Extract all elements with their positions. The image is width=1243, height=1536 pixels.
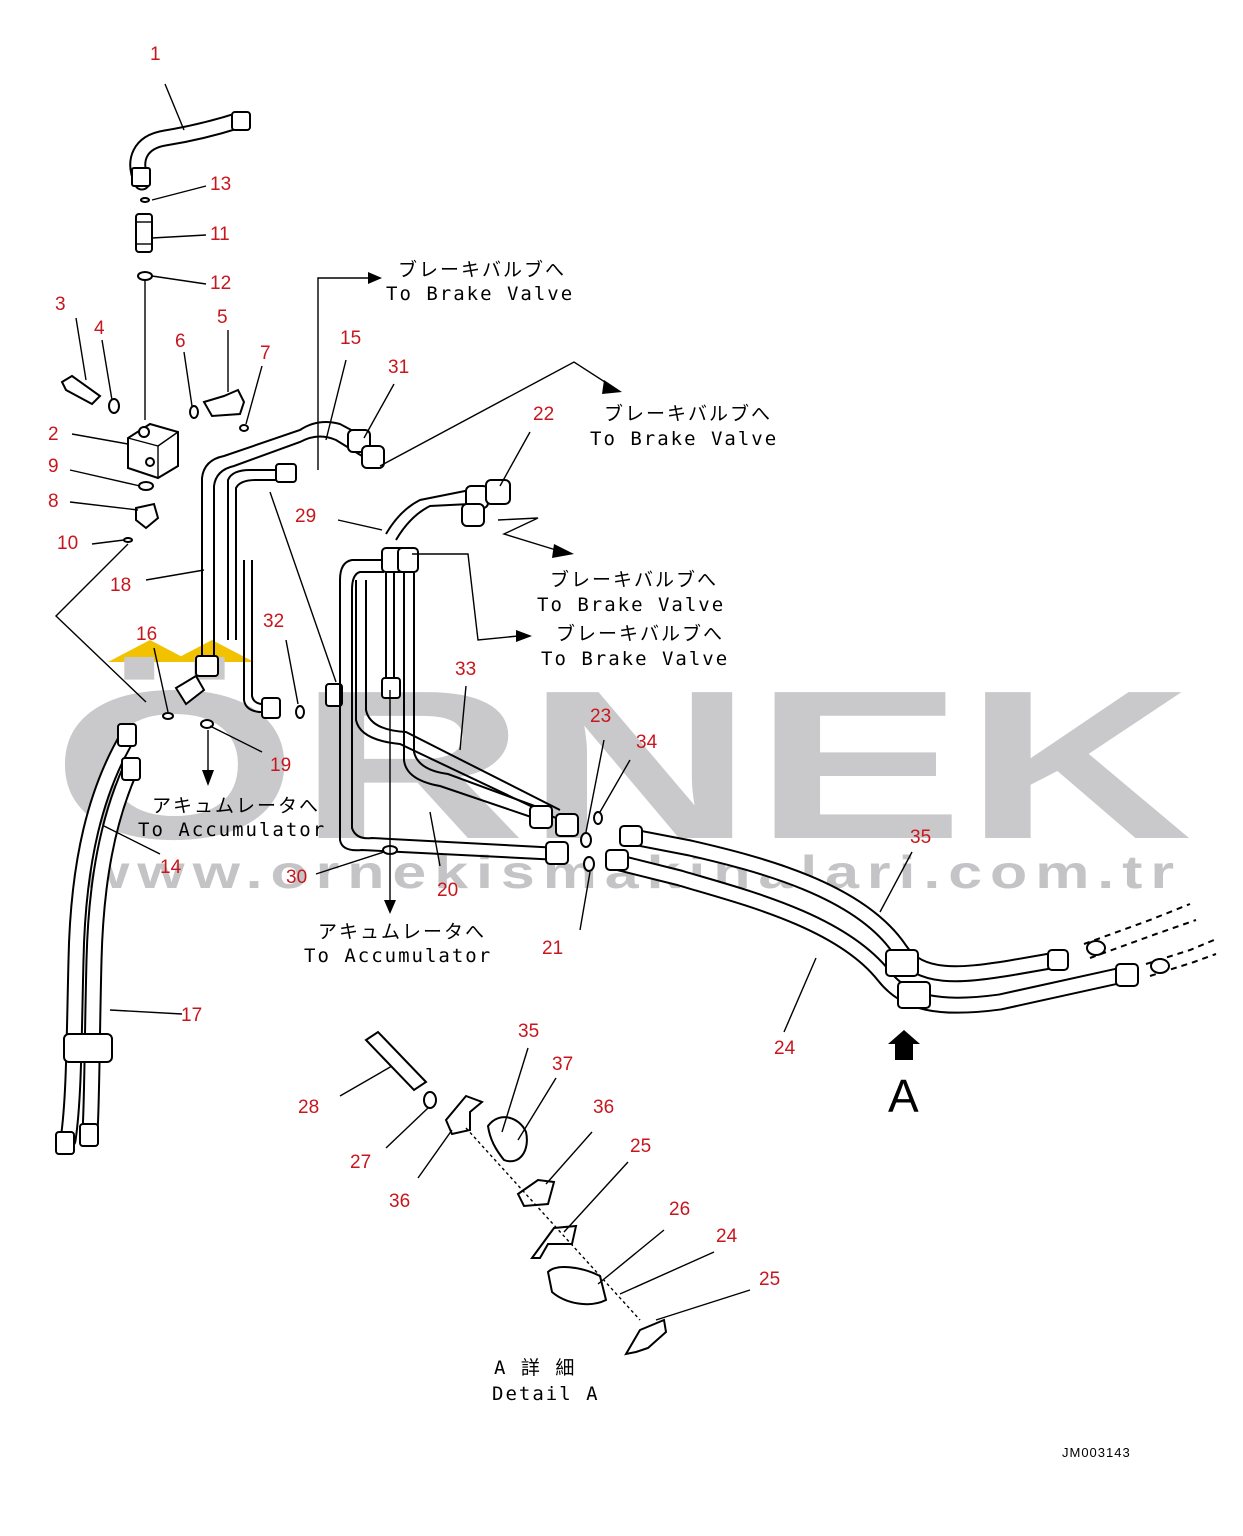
callout-label: 14: [160, 857, 182, 878]
callout-label: 28: [298, 1097, 319, 1118]
callout-label: 2: [48, 424, 59, 445]
accumulator-note-jp: アキュムレータへ: [318, 921, 486, 943]
callout-label: 35: [518, 1021, 539, 1042]
callout-label: 37: [552, 1054, 573, 1075]
callout-label: 1: [150, 44, 161, 65]
brake-valve-note-jp: ブレーキバルブへ: [604, 402, 772, 425]
callout-label: 8: [48, 491, 59, 512]
callout-label: 3: [55, 294, 66, 315]
callout-label: 36: [389, 1191, 410, 1212]
callout-label: 29: [295, 506, 316, 527]
callout-label: 9: [48, 456, 59, 477]
brake-valve-note-jp: ブレーキバルブへ: [550, 568, 718, 591]
callout-label: 13: [210, 174, 231, 195]
callout-label: 27: [350, 1152, 371, 1173]
brake-valve-note-jp: ブレーキバルブへ: [398, 258, 566, 281]
accumulator-note-en: To Accumulator: [138, 819, 326, 841]
accumulator-note-en: To Accumulator: [304, 945, 492, 967]
accumulator-note-jp: アキュムレータへ: [152, 795, 320, 817]
detail-title-en: Detail A: [492, 1383, 600, 1405]
brake-valve-note-jp: ブレーキバルブへ: [556, 622, 724, 645]
callout-label: 26: [669, 1199, 690, 1220]
callout-label: 16: [136, 624, 157, 645]
callout-label: 7: [260, 343, 271, 364]
callout-label: 25: [759, 1269, 780, 1290]
callout-label: 35: [910, 827, 931, 848]
callout-label: 6: [175, 331, 186, 352]
callout-label: 32: [263, 611, 284, 632]
callout-label: 21: [542, 938, 563, 959]
brake-valve-note-en: To Brake Valve: [541, 648, 729, 670]
callout-label: 12: [210, 273, 231, 294]
callout-label: 15: [340, 328, 361, 349]
brake-valve-note-en: To Brake Valve: [590, 428, 778, 450]
view-arrow: [888, 1030, 920, 1060]
callout-label: 10: [57, 533, 78, 554]
view-letter: A: [888, 1070, 919, 1122]
callout-label: 23: [590, 706, 611, 727]
callout-label: 4: [94, 318, 105, 339]
callout-label: 24: [774, 1038, 796, 1059]
callout-label: 20: [437, 880, 458, 901]
leader-lines: [54, 83, 913, 1321]
callout-label: 11: [210, 224, 230, 245]
brake-valve-note-en: To Brake Valve: [537, 594, 725, 616]
callout-label: 19: [270, 755, 291, 776]
drawing-code: JM003143: [1062, 1445, 1131, 1460]
callout-label: 25: [630, 1136, 651, 1157]
callouts: 1 13 11 12 3 4 6 5 7 15 31 2 9 8 10 22 2…: [48, 44, 931, 1290]
callout-label: 33: [455, 659, 476, 680]
callout-label: 18: [110, 575, 131, 596]
callout-label: 22: [533, 404, 554, 425]
callout-label: 31: [388, 357, 409, 378]
callout-label: 5: [217, 307, 228, 328]
callout-label: 36: [593, 1097, 614, 1118]
callout-label: 34: [636, 732, 658, 753]
detail-title-jp: A 詳 細: [494, 1357, 576, 1379]
callout-label: 24: [716, 1226, 738, 1247]
callout-label: 17: [181, 1005, 202, 1026]
parts-artwork: [55, 111, 1217, 1356]
brake-valve-note-en: To Brake Valve: [386, 283, 574, 305]
annotations: ブレーキバルブへ To Brake Valve ブレーキバルブへ To Brak…: [138, 258, 1131, 1460]
callout-label: 30: [286, 867, 307, 888]
